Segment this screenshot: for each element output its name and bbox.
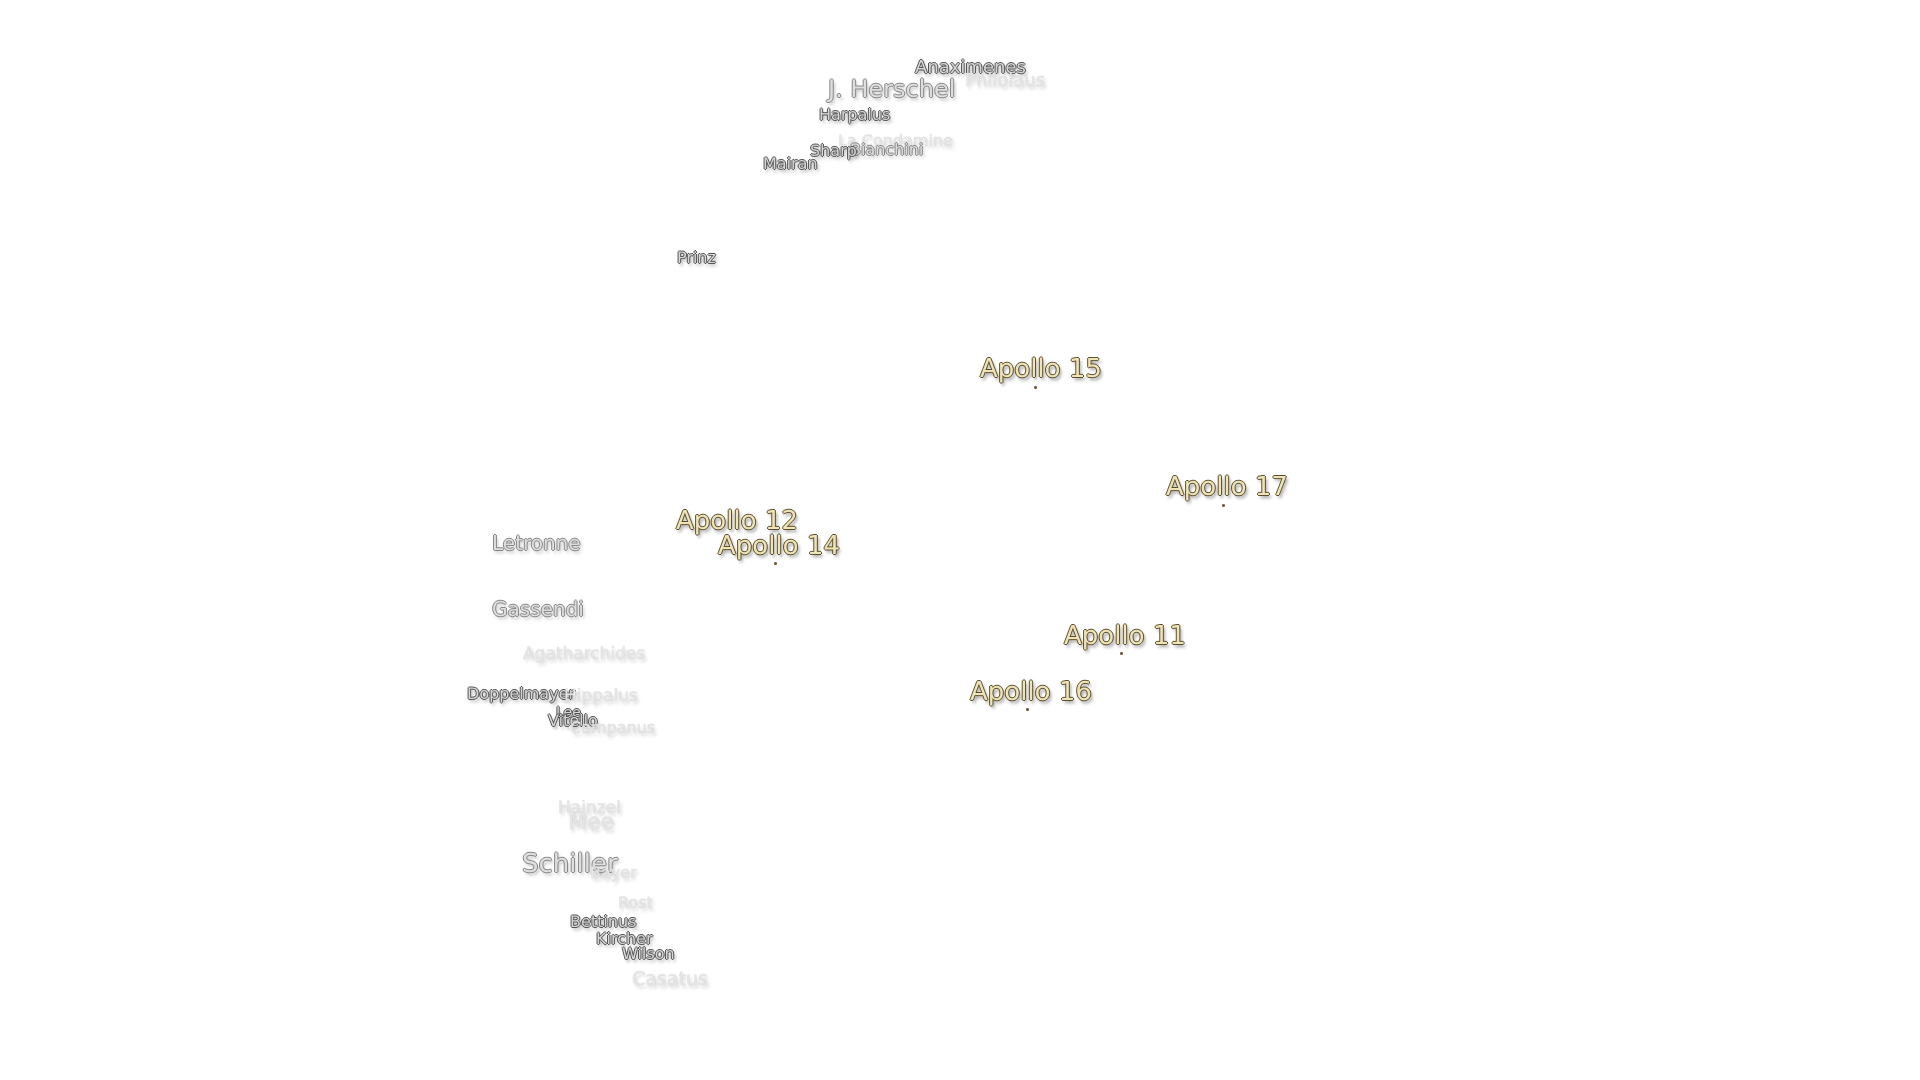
- crater-label[interactable]: Campanus: [570, 718, 656, 737]
- crater-label[interactable]: Harpalus: [819, 105, 891, 124]
- crater-label[interactable]: Prinz: [677, 248, 716, 267]
- crater-label[interactable]: Casatus: [632, 968, 708, 990]
- landing-site-label[interactable]: Apollo 14: [718, 531, 840, 561]
- crater-label[interactable]: Hainzel: [558, 798, 621, 818]
- crater-label[interactable]: Gassendi: [492, 597, 584, 621]
- crater-label[interactable]: Sharp: [810, 141, 857, 160]
- crater-label[interactable]: Mee: [568, 810, 615, 835]
- crater-label[interactable]: Mairan: [763, 154, 818, 173]
- crater-label[interactable]: Philolaus: [965, 70, 1046, 91]
- landing-site-marker: [1222, 504, 1225, 507]
- landing-site-marker: [774, 562, 777, 565]
- landing-site-marker: [1034, 386, 1037, 389]
- crater-label[interactable]: Lee: [556, 705, 581, 721]
- landing-site-marker: [1026, 708, 1029, 711]
- crater-label[interactable]: Anaximenes: [915, 57, 1026, 78]
- landing-site-label[interactable]: Apollo 15: [980, 354, 1102, 384]
- landing-site-label[interactable]: Apollo 16: [970, 677, 1092, 707]
- crater-label[interactable]: Kircher: [596, 929, 653, 948]
- landing-site-label[interactable]: Apollo 11: [1064, 621, 1186, 651]
- landing-site-label[interactable]: Apollo 17: [1166, 472, 1288, 502]
- crater-label[interactable]: Agatharchides: [523, 644, 646, 664]
- crater-label[interactable]: Bettinus: [570, 912, 637, 931]
- crater-label[interactable]: Vitello: [548, 711, 598, 730]
- crater-label[interactable]: Wilson: [622, 944, 675, 963]
- landing-site-label[interactable]: Apollo 12: [676, 506, 798, 536]
- crater-label[interactable]: Bianchini: [850, 140, 924, 159]
- crater-label[interactable]: La Condamine: [838, 131, 953, 150]
- crater-label[interactable]: Hippalus: [564, 686, 638, 706]
- crater-label[interactable]: Doppelmayer: [467, 684, 575, 703]
- landing-site-marker: [1120, 652, 1123, 655]
- crater-label[interactable]: J. Herschel: [828, 75, 956, 103]
- crater-label[interactable]: Bayer: [590, 863, 637, 882]
- crater-label[interactable]: Schiller: [522, 849, 618, 879]
- crater-label[interactable]: Rost: [618, 893, 653, 912]
- crater-label[interactable]: Letronne: [492, 531, 581, 555]
